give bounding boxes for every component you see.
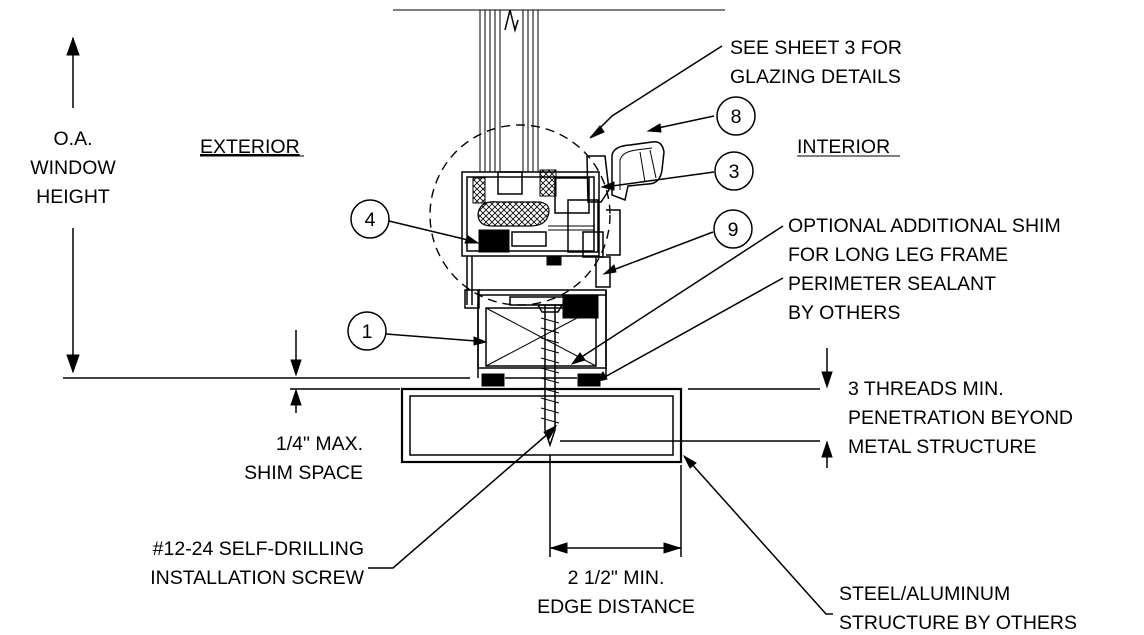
svg-text:8: 8 [731, 106, 742, 128]
see-sheet-note: SEE SHEET 3 FOR GLAZING DETAILS [730, 37, 902, 88]
steel-structure [400, 387, 683, 464]
break-symbol [504, 9, 519, 33]
glazing-unit [393, 9, 725, 172]
svg-text:1/4" MAX.: 1/4" MAX. [276, 433, 363, 455]
svg-text:SEE SHEET 3 FOR: SEE SHEET 3 FOR [730, 37, 902, 59]
oa-window-height-label: O.A. WINDOW HEIGHT [30, 128, 116, 208]
svg-text:INSTALLATION SCREW: INSTALLATION SCREW [150, 567, 364, 589]
svg-text:SHIM SPACE: SHIM SPACE [244, 462, 363, 484]
svg-text:GLAZING DETAILS: GLAZING DETAILS [730, 66, 901, 88]
threads-note: 3 THREADS MIN. PENETRATION BEYOND METAL … [848, 378, 1073, 458]
callout-9: 9 [713, 209, 753, 249]
optional-shim-note: OPTIONAL ADDITIONAL SHIM FOR LONG LEG FR… [788, 215, 1061, 266]
svg-text:3: 3 [729, 161, 740, 183]
svg-text:EDGE DISTANCE: EDGE DISTANCE [537, 596, 695, 618]
svg-text:9: 9 [728, 219, 739, 241]
svg-text:#12-24 SELF-DRILLING: #12-24 SELF-DRILLING [153, 538, 364, 560]
shim-space-note: 1/4" MAX. SHIM SPACE [244, 433, 363, 484]
callout-4: 4 [350, 199, 390, 239]
edge-distance-note: 2 1/2" MIN. EDGE DISTANCE [537, 567, 695, 618]
callout-8: 8 [716, 96, 756, 136]
interior-label: INTERIOR [797, 136, 890, 158]
operator-handle [611, 140, 665, 202]
svg-text:1: 1 [362, 321, 373, 343]
svg-text:4: 4 [365, 209, 376, 231]
sash-stop [606, 209, 621, 256]
svg-text:OPTIONAL ADDITIONAL SHIM: OPTIONAL ADDITIONAL SHIM [788, 215, 1061, 237]
svg-text:METAL STRUCTURE: METAL STRUCTURE [848, 436, 1037, 458]
perimeter-sealant-note: PERIMETER SEALANT BY OTHERS [788, 273, 996, 324]
callout-1: 1 [347, 311, 387, 351]
screw-note: #12-24 SELF-DRILLING INSTALLATION SCREW [150, 538, 364, 589]
svg-text:HEIGHT: HEIGHT [36, 186, 110, 208]
sash-section [461, 155, 621, 309]
installation-screw [536, 304, 564, 448]
svg-text:BY OTHERS: BY OTHERS [788, 302, 900, 324]
callout-3: 3 [714, 151, 754, 191]
svg-text:PERIMETER SEALANT: PERIMETER SEALANT [788, 273, 996, 295]
svg-text:WINDOW: WINDOW [30, 157, 116, 179]
exterior-label: EXTERIOR [200, 136, 300, 158]
svg-text:STEEL/ALUMINUM: STEEL/ALUMINUM [839, 583, 1010, 605]
svg-text:2 1/2" MIN.: 2 1/2" MIN. [568, 567, 665, 589]
svg-text:3 THREADS MIN.: 3 THREADS MIN. [848, 378, 1004, 400]
interior-glazing-stop [586, 155, 610, 203]
svg-text:PENETRATION BEYOND: PENETRATION BEYOND [848, 407, 1073, 429]
svg-text:O.A.: O.A. [53, 128, 92, 150]
svg-text:STRUCTURE BY OTHERS: STRUCTURE BY OTHERS [839, 612, 1077, 634]
dimensions [63, 36, 833, 615]
svg-text:FOR LONG LEG FRAME: FOR LONG LEG FRAME [788, 244, 1008, 266]
structure-note: STEEL/ALUMINUM STRUCTURE BY OTHERS [839, 583, 1077, 634]
